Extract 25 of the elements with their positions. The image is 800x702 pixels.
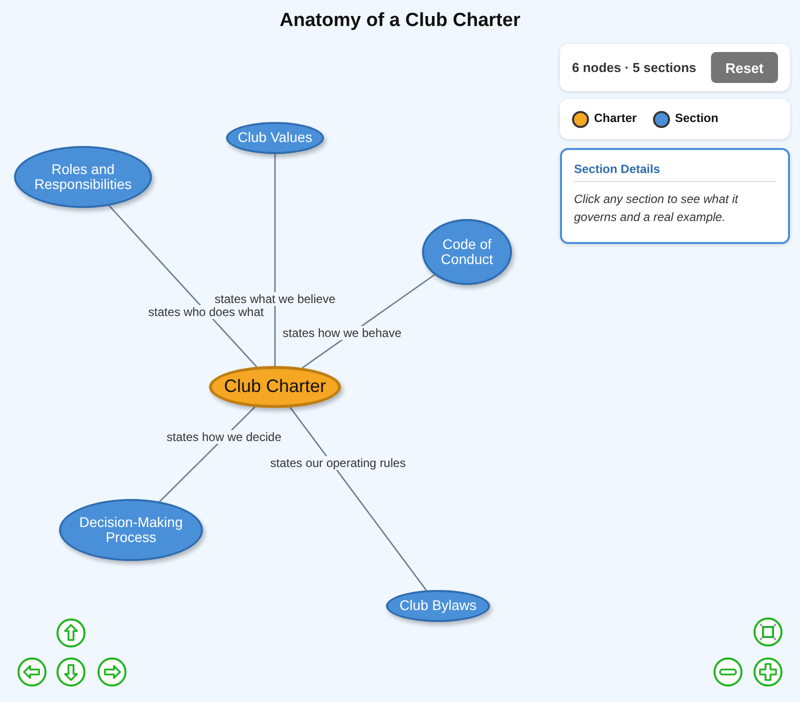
- panel-heading: Section Details: [574, 162, 660, 176]
- edge-label: states what we believe: [212, 292, 338, 306]
- section-ellipse: [226, 122, 324, 154]
- edge-label: states who does what: [146, 305, 266, 319]
- diagram-title: Anatomy of a Club Charter: [278, 10, 522, 32]
- panel-description: Click any section to see what it governs and a real example.: [574, 191, 740, 226]
- section-ellipse: [422, 219, 512, 285]
- node-label: Code of Conduct: [440, 236, 494, 268]
- edge-label: states how we decide: [164, 430, 284, 444]
- node-label: Decision-Making Process: [78, 514, 184, 546]
- connector-line: [108, 205, 258, 368]
- section-ellipse: [386, 590, 490, 622]
- charter-ellipse: [209, 366, 341, 408]
- legend-label: Charter: [594, 111, 637, 125]
- node-label: Roles and Responsibilities: [33, 162, 133, 192]
- node-label: Club Bylaws: [399, 598, 477, 614]
- edge-label: states how we behave: [280, 326, 404, 340]
- edge-label: states our operating rules: [268, 456, 408, 470]
- legend-label: Section: [675, 111, 718, 125]
- reset-button: Reset: [711, 52, 778, 83]
- connector-line: [274, 154, 276, 366]
- connector-line: [290, 406, 427, 591]
- node-label: Club Values: [238, 130, 312, 146]
- node-label: Club Charter: [224, 377, 326, 397]
- stats-text: 6 nodes · 5 sections: [572, 60, 696, 75]
